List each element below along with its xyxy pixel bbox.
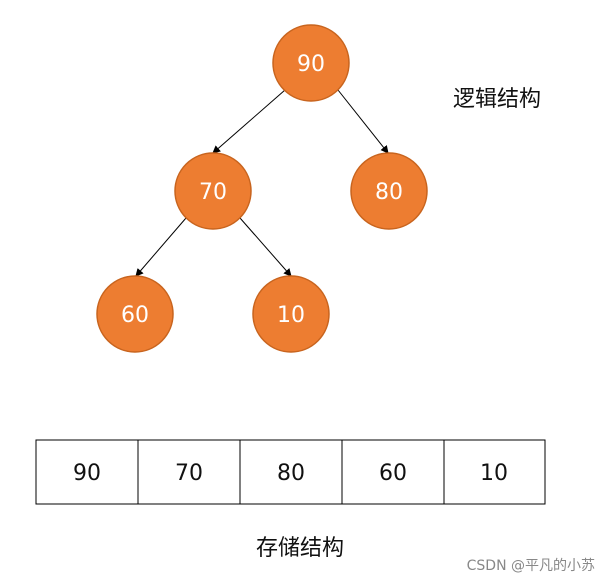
- node-label: 80: [375, 180, 403, 205]
- array-cell: [239, 439, 343, 505]
- edge-70-10: [239, 217, 292, 277]
- array-cell-value: 10: [480, 461, 508, 486]
- edge-90-80: [337, 89, 389, 154]
- edge-90-70: [212, 89, 286, 154]
- array-cell-value: 80: [277, 461, 305, 486]
- watermark: CSDN @平凡的小苏: [467, 558, 595, 574]
- tree-node-left-left: 60: [96, 275, 174, 353]
- node-circle: [252, 275, 330, 353]
- node-circle: [96, 275, 174, 353]
- node-label: 10: [277, 303, 305, 328]
- tree-node-left: 70: [174, 152, 252, 230]
- storage-structure-label: 存储结构: [256, 536, 344, 561]
- logical-structure-label: 逻辑结构: [453, 87, 541, 112]
- node-label: 60: [121, 303, 149, 328]
- storage-array: 90 70 80 60 10: [35, 439, 546, 505]
- tree-node-left-right: 10: [252, 275, 330, 353]
- tree-node-right: 80: [350, 152, 428, 230]
- node-circle: [174, 152, 252, 230]
- edge-70-60: [135, 217, 187, 277]
- array-cell-value: 70: [175, 461, 203, 486]
- array-cell: [443, 439, 546, 505]
- node-circle: [350, 152, 428, 230]
- array-cell: [341, 439, 445, 505]
- node-circle: [272, 24, 350, 102]
- tree-node-root: 90: [272, 24, 350, 102]
- array-cell: [35, 439, 139, 505]
- array-cell-value: 60: [379, 461, 407, 486]
- node-label: 70: [199, 180, 227, 205]
- array-cell-value: 90: [73, 461, 101, 486]
- node-label: 90: [297, 52, 325, 77]
